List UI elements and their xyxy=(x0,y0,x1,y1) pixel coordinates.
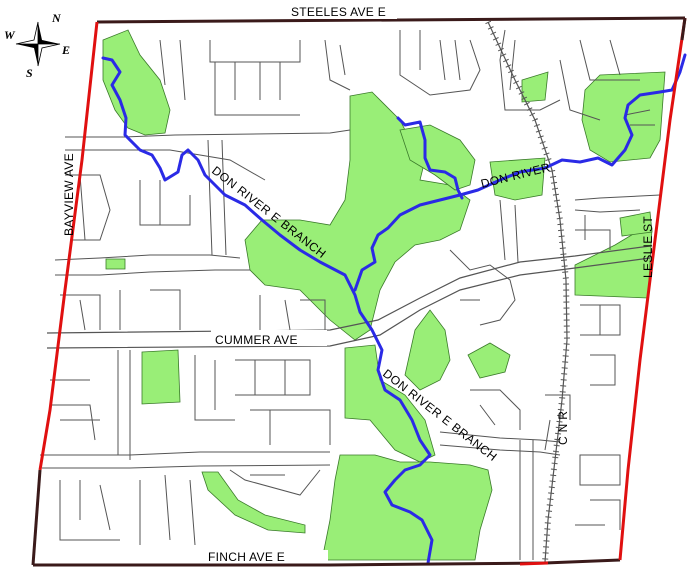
boundary-west-dark xyxy=(31,469,42,566)
road-west-mid xyxy=(54,254,241,261)
boundary-west-red xyxy=(38,21,99,471)
park-leslie-small xyxy=(619,211,653,237)
park-west-mid xyxy=(141,349,181,405)
compass-west: W xyxy=(4,28,16,42)
road-res-w3 xyxy=(60,289,181,331)
park-cummer-east-small xyxy=(467,342,511,379)
label-steeles-ave: STEELES AVE E xyxy=(291,5,386,19)
road-res-e2 xyxy=(575,215,611,250)
compass-east: E xyxy=(61,43,70,57)
compass-north: N xyxy=(51,11,62,25)
river-don-river xyxy=(353,53,687,292)
road-res-n2 xyxy=(324,39,351,91)
road-vert-5 xyxy=(499,199,506,261)
road-res-e3 xyxy=(449,249,516,326)
road-cummer-north xyxy=(46,245,651,334)
river-don-e-branch xyxy=(101,56,434,565)
road-vert-2 xyxy=(221,139,227,256)
park-south-large xyxy=(321,454,493,561)
label-bayview-ave: BAYVIEW AVE xyxy=(62,153,76,236)
parks-layer xyxy=(102,29,666,561)
label-cnr: C N R xyxy=(556,411,570,445)
river-don-north-tributary xyxy=(396,116,464,200)
road-res-s3 xyxy=(229,469,321,496)
boundary-south xyxy=(33,558,621,567)
road-rail-east2 xyxy=(574,209,641,213)
boundary xyxy=(31,16,687,567)
road-res-n6 xyxy=(159,39,186,101)
compass-south: S xyxy=(26,66,33,80)
compass-star-highlight-icon xyxy=(15,21,61,67)
park-don-river-east xyxy=(489,157,546,201)
road-south-collector2 xyxy=(40,451,330,456)
park-west-small xyxy=(105,258,126,270)
road-res-n3 xyxy=(399,30,481,96)
park-cummer-east xyxy=(404,309,451,391)
road-res-e4 xyxy=(470,389,521,430)
park-northeast-large xyxy=(581,71,666,163)
road-east-collector xyxy=(439,444,561,456)
label-leslie-st: LESLIE ST xyxy=(641,216,655,278)
road-res-w6 xyxy=(194,355,311,421)
road-vert-6 xyxy=(514,204,519,263)
road-east-collector2 xyxy=(439,431,561,443)
park-northwest xyxy=(102,29,171,136)
label-finch-ave: FINCH AVE E xyxy=(208,550,285,564)
road-south-collector xyxy=(42,464,331,469)
label-cummer-ave: CUMMER AVE xyxy=(215,333,298,347)
road-res-w1 xyxy=(65,174,111,241)
road-west-mid2 xyxy=(55,269,250,276)
road-res-s4 xyxy=(575,454,621,530)
road-res-e5 xyxy=(624,109,655,126)
road-res-s2 xyxy=(139,474,196,546)
road-res-w4 xyxy=(259,295,326,331)
railway-track xyxy=(487,21,568,563)
road-sheppard-ish xyxy=(65,129,351,138)
road-vert-1 xyxy=(207,139,213,256)
railway-ties xyxy=(485,20,571,563)
road-rail-east xyxy=(574,194,661,201)
street-labels: STEELES AVE E CUMMER AVE FINCH AVE E BAY… xyxy=(62,5,655,564)
railway xyxy=(485,20,571,563)
road-upper-collector xyxy=(65,149,266,181)
park-north-central xyxy=(399,124,476,191)
boundary-east-dark xyxy=(680,17,687,41)
roads-layer xyxy=(40,29,661,560)
road-res-s1 xyxy=(59,480,120,541)
road-res-s5 xyxy=(544,394,571,451)
boundary-east-red xyxy=(618,17,687,561)
road-res-n5 xyxy=(559,39,640,121)
rivers-layer xyxy=(101,53,687,565)
road-cummer xyxy=(46,257,651,349)
road-res-e1 xyxy=(580,304,621,386)
road-res-w5 xyxy=(50,379,100,441)
road-res-w2 xyxy=(139,180,191,226)
park-southwest-strip xyxy=(201,471,306,534)
boundary-south-red xyxy=(519,561,549,566)
compass-rose: N S E W xyxy=(4,11,70,80)
road-res-n1 xyxy=(209,40,301,116)
road-res-w7 xyxy=(250,409,331,445)
boundary-north xyxy=(96,16,686,24)
